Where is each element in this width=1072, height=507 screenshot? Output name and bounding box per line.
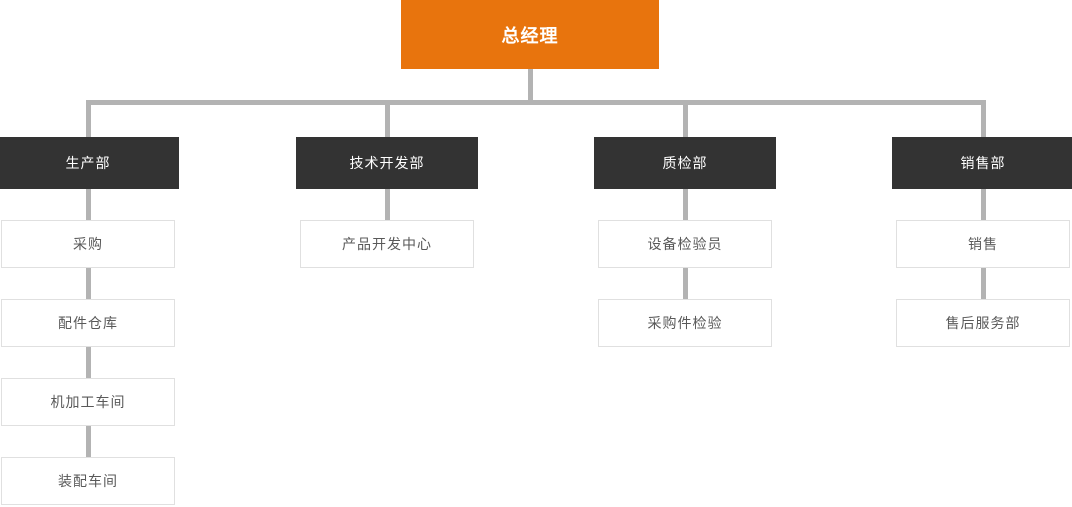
dept-node-sales: 销售部 (892, 137, 1072, 189)
child-node-purchased-parts-inspection: 采购件检验 (598, 299, 772, 347)
child-node-after-sales-service: 售后服务部 (896, 299, 1070, 347)
child-node-sales: 销售 (896, 220, 1070, 268)
child-node-parts-warehouse: 配件仓库 (1, 299, 175, 347)
child-node-assembly-workshop: 装配车间 (1, 457, 175, 505)
connector-column-quality-inspection (683, 100, 688, 304)
connector-column-production (86, 100, 91, 462)
child-node-machining-workshop: 机加工车间 (1, 378, 175, 426)
connector-root-stub (528, 69, 533, 102)
dept-node-production: 生产部 (0, 137, 179, 189)
dept-node-quality-inspection: 质检部 (594, 137, 776, 189)
child-node-purchasing: 采购 (1, 220, 175, 268)
dept-node-tech-development: 技术开发部 (296, 137, 478, 189)
root-node-general-manager: 总经理 (401, 0, 659, 69)
child-node-equipment-inspector: 设备检验员 (598, 220, 772, 268)
connector-horizontal (86, 100, 986, 105)
connector-column-sales (981, 100, 986, 304)
child-node-product-dev-center: 产品开发中心 (300, 220, 474, 268)
